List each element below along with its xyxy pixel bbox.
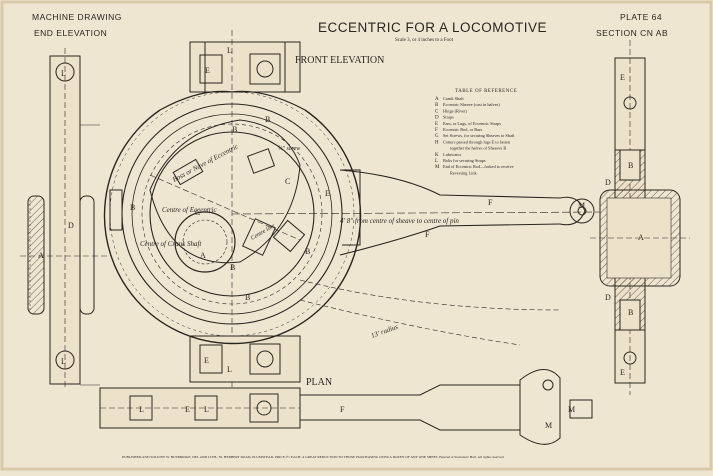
reference-key: H [435, 140, 439, 145]
plate-number: PLATE 64 [620, 12, 663, 22]
reference-text: Ears, or Lugs, of Eccentric Straps [443, 121, 501, 127]
table-title: TABLE OF REFERENCE [455, 89, 517, 94]
svg-text:C: C [285, 177, 290, 186]
reference-text: Eccentric Rod, or Bars [443, 127, 482, 133]
label-L-bottom: L [61, 357, 66, 366]
svg-text:B: B [245, 293, 250, 302]
end-elevation-label: END ELEVATION [34, 28, 108, 38]
end-elevation-view: L L A D [20, 48, 110, 390]
svg-text:D: D [605, 293, 611, 302]
svg-text:A: A [638, 233, 644, 242]
reference-key: B [435, 103, 439, 108]
reference-text: Bolts for securing Straps [443, 158, 486, 163]
machine-drawing-label: MACHINE DRAWING [32, 12, 122, 22]
svg-text:M: M [545, 421, 552, 430]
reference-text: together the halves of Sheaves B [450, 146, 506, 151]
annotation-centre-crank: Centre of Crank Shaft [140, 240, 202, 248]
reference-key: A [435, 97, 439, 102]
reference-text: Lubricator [443, 152, 462, 157]
svg-text:E: E [620, 73, 625, 82]
reference-text: Crank Shaft [443, 96, 464, 101]
svg-text:E: E [620, 368, 625, 377]
section-view: E E A B B D D [590, 40, 690, 395]
svg-text:A: A [200, 251, 206, 260]
svg-text:B: B [305, 247, 310, 256]
svg-text:B: B [265, 115, 270, 124]
svg-text:E: E [204, 356, 209, 365]
annotation-set-screw: ¾" screw [278, 146, 300, 152]
label-L-top: L [61, 69, 66, 78]
svg-text:B: B [232, 125, 237, 134]
reference-text: Reversing Link [450, 170, 477, 175]
svg-text:E: E [185, 405, 190, 414]
reference-text: Straps [443, 115, 454, 120]
reference-key: C [435, 109, 439, 114]
reference-text: End of Eccentric Rod—forked to receive [443, 164, 514, 169]
svg-text:C: C [195, 208, 200, 217]
reference-text: Hinge (Rivet) [443, 108, 467, 113]
svg-text:F: F [425, 230, 430, 239]
scale-note: Scale 3, or 4 inches to a Foot [395, 38, 454, 43]
reference-key: G [435, 134, 439, 139]
svg-text:D: D [605, 178, 611, 187]
svg-text:L: L [139, 405, 144, 414]
label-D-end: D [68, 221, 74, 230]
svg-text:L: L [227, 365, 232, 374]
label-A-end: A [38, 251, 44, 260]
reference-key: M [435, 165, 440, 170]
annotation-centre-eccentric: Centre of Eccentric [162, 206, 217, 214]
svg-text:B: B [628, 161, 633, 170]
svg-text:F: F [340, 405, 345, 414]
reference-key: F [435, 128, 438, 133]
plan-title: PLAN [306, 377, 332, 388]
svg-text:B: B [230, 263, 235, 272]
section-label: SECTION CN AB [596, 28, 669, 38]
reference-key: K [435, 153, 439, 158]
svg-text:E: E [325, 189, 330, 198]
reference-key: D [435, 116, 439, 121]
reference-text: Set Screws, for securing Sheaves to Shaf… [443, 133, 515, 139]
front-elevation-title: FRONT ELEVATION [295, 55, 384, 66]
svg-text:B: B [130, 203, 135, 212]
svg-text:B: B [628, 308, 633, 317]
front-elevation-view: L E E L B B B C C B A B B E F F M [103, 30, 601, 400]
publisher-footer: PUBLISHED AND SOLD BY W. BUSBRIDGE, DEL … [122, 455, 505, 460]
svg-text:L: L [227, 46, 232, 55]
reference-key: E [435, 122, 438, 127]
page-title: ECCENTRIC FOR A LOCOMOTIVE [318, 20, 548, 35]
svg-text:L: L [204, 405, 209, 414]
svg-text:E: E [205, 66, 210, 75]
svg-text:M: M [568, 405, 575, 414]
reference-text: Eccentric Sheave (cast in halves) [443, 102, 500, 107]
svg-text:M: M [578, 201, 585, 210]
reference-key: L [435, 159, 438, 164]
plan-view: L L E F M M [99, 369, 593, 445]
reference-text: Cotters passed through lugs E to fasten [443, 139, 511, 144]
svg-text:F: F [488, 198, 493, 207]
annotation-rod-length: 4' 8" from centre of sheave to centre of… [340, 217, 459, 225]
